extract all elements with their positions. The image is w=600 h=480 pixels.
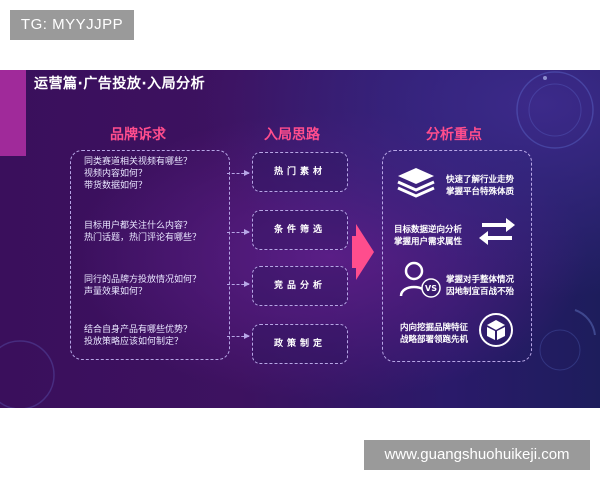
question-group-1: 同类赛道相关视频有哪些？ 视频内容如何？ 带货数据如何？ — [84, 156, 192, 192]
analysis-line: 掌握平台特殊体质 — [446, 187, 515, 197]
watermark-bottom-tag: www.guangshuohuikeji.com — [364, 440, 590, 470]
question-line: 投放策略应该如何制定？ — [84, 337, 184, 347]
analysis-line: 目标数据逆向分析 — [394, 225, 463, 235]
brand-needs-box — [70, 150, 230, 360]
approach-policy-making: 政策制定 — [252, 324, 348, 364]
layers-icon — [397, 168, 435, 198]
connector-arrow — [227, 281, 250, 287]
analysis-line: 因地制宜百战不殆 — [446, 287, 515, 297]
watermark-top-tag: TG: MYYJJPP — [10, 10, 134, 40]
column-header-brand: 品牌诉求 — [110, 127, 166, 143]
slide-banner: 运营篇·广告投放·入局分析 品牌诉求 入局思路 分析重点 同类赛道相关视频有哪些… — [0, 70, 600, 408]
column-header-analysis: 分析重点 — [426, 127, 482, 143]
analysis-line: 战略部署领跑先机 — [400, 335, 469, 345]
connector-arrow — [227, 229, 250, 235]
user-vs-icon: VS — [399, 261, 441, 298]
question-group-3: 同行的品牌方投放情况如何？ 声量效果如何？ — [84, 274, 201, 298]
analysis-point-2: 目标数据逆向分析 掌握用户需求属性 — [394, 224, 462, 248]
analysis-point-3: 掌握对手整体情况 因地制宜百战不殆 — [446, 274, 514, 298]
analysis-line: 快速了解行业走势 — [446, 175, 515, 185]
big-arrow-stem — [352, 236, 358, 268]
connector-arrow — [227, 333, 250, 339]
question-line: 声量效果如何？ — [84, 287, 148, 297]
cube-icon — [479, 313, 513, 347]
question-line: 热门话题，热门评论有哪些？ — [84, 233, 202, 243]
analysis-line: 掌握用户需求属性 — [394, 237, 463, 247]
analysis-point-1: 快速了解行业走势 掌握平台特殊体质 — [446, 174, 514, 198]
decorative-circles — [0, 71, 596, 408]
column-header-approach: 入局思路 — [264, 127, 320, 143]
question-line: 目标用户都关注什么内容？ — [84, 221, 193, 231]
analysis-focus-box — [382, 150, 532, 362]
side-accent-bar — [0, 70, 26, 156]
question-line: 带货数据如何？ — [84, 181, 148, 191]
approach-competitor-analysis: 竞品分析 — [252, 266, 348, 306]
question-line: 同类赛道相关视频有哪些？ — [84, 157, 193, 167]
question-line: 结合自身产品有哪些优势？ — [84, 325, 193, 335]
analysis-point-4: 内向挖掘品牌特征 战略部署领跑先机 — [400, 322, 468, 346]
swap-arrows-icon — [479, 218, 515, 245]
svg-text:VS: VS — [425, 284, 437, 293]
question-group-4: 结合自身产品有哪些优势？ 投放策略应该如何制定？ — [84, 324, 192, 348]
question-line: 同行的品牌方投放情况如何？ — [84, 275, 202, 285]
analysis-line: 内向挖掘品牌特征 — [400, 323, 469, 333]
analysis-line: 掌握对手整体情况 — [446, 275, 515, 285]
big-arrow-icon — [356, 224, 374, 280]
connector-arrow — [227, 170, 250, 176]
question-group-2: 目标用户都关注什么内容？ 热门话题，热门评论有哪些？ — [84, 220, 201, 244]
question-line: 视频内容如何？ — [84, 169, 148, 179]
approach-hot-materials: 热门素材 — [252, 152, 348, 192]
approach-condition-filter: 条件筛选 — [252, 210, 348, 250]
slide-title: 运营篇·广告投放·入局分析 — [34, 76, 206, 92]
